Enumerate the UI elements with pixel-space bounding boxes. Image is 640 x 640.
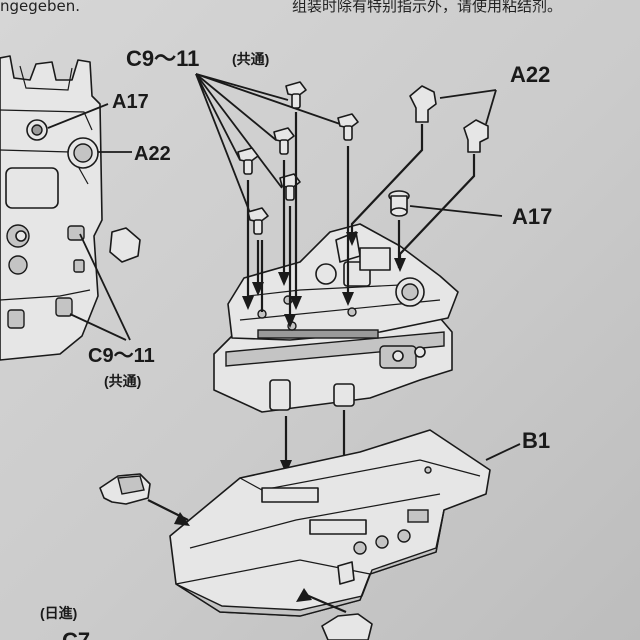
superstructure-assembly <box>213 223 459 413</box>
part-b1-deck <box>169 429 521 617</box>
label-c9-11-left: C9〜11 <box>88 345 155 367</box>
stern-fitting-part <box>296 588 373 640</box>
label-a17-right: A17 <box>512 204 552 229</box>
placement-arrows-pins <box>242 112 354 328</box>
header-fragment-right: 组装时除有特别指示外，请使用粘结剂。 <box>292 0 562 15</box>
label-nisshin: (日進) <box>40 605 77 621</box>
label-c9-11-top-note: (共通) <box>232 51 269 67</box>
label-c7-partial: C7 <box>62 628 90 640</box>
label-a22-left: A22 <box>134 143 171 165</box>
c9-11-pins <box>237 81 359 235</box>
c9-11-leader-lines <box>195 73 341 219</box>
placement-arrows-a22-a17 <box>346 124 476 272</box>
header-fragment-left: ngegeben. <box>0 0 80 15</box>
part-a17-right <box>388 190 503 217</box>
part-a22-right <box>409 85 497 153</box>
label-c9-11-left-note: (共通) <box>104 373 141 389</box>
label-a17-left: A17 <box>112 91 149 113</box>
left-detail-view <box>0 55 141 361</box>
label-c9-11-top: C9〜11 <box>126 46 199 71</box>
bow-fitting-part <box>99 473 190 526</box>
label-a22-right: A22 <box>510 62 550 87</box>
label-b1: B1 <box>522 428 550 453</box>
